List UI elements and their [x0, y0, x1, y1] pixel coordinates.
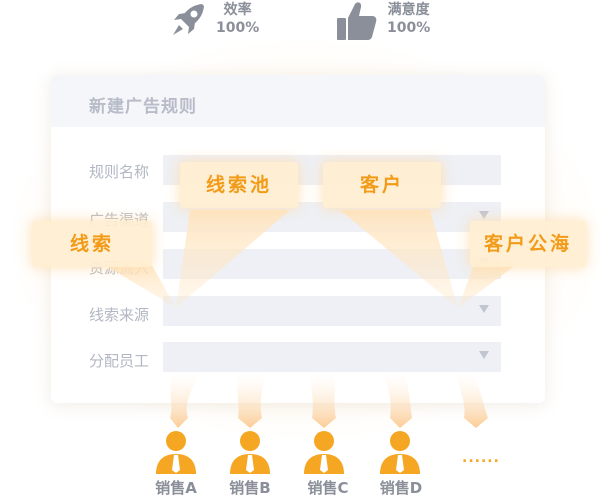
salesperson-label: 销售C [307, 479, 349, 497]
salesperson-label: 销售B [229, 479, 271, 497]
flow-arrow [310, 372, 336, 428]
stat-value: 100% [387, 20, 431, 36]
flow-arrow [170, 372, 200, 428]
stat-satisfaction: 满意度 100% [335, 0, 430, 42]
more-staff-ellipsis: ...... [462, 450, 500, 466]
beam [458, 262, 520, 308]
salesperson-label: 销售A [155, 479, 197, 497]
assign-staff-label: 分配员工 [89, 352, 150, 370]
salesperson-icon [230, 431, 270, 474]
flow-arrow [237, 372, 265, 428]
beam [100, 262, 176, 308]
clue-source-label: 线索来源 [89, 306, 150, 324]
panel-title: 新建广告规则 [89, 97, 197, 117]
tag-customer: 客户 [323, 162, 441, 208]
stat-label: 满意度 [387, 2, 430, 18]
tag-clues: 线索 [32, 221, 152, 267]
tag-clue-pool: 线索池 [180, 162, 298, 208]
beam [176, 210, 290, 308]
flow-arrow [384, 372, 412, 428]
rule-name-label: 规则名称 [89, 163, 150, 181]
salesperson-label: 销售D [379, 479, 423, 497]
beam [340, 210, 458, 308]
stat-efficiency: 效率 100% [168, 0, 259, 40]
chevron-down-icon [479, 351, 489, 359]
salesperson-icon [156, 431, 196, 474]
stat-value: 100% [216, 20, 260, 36]
tag-customer-sea: 客户公海 [470, 221, 586, 267]
salesperson-icon [380, 431, 420, 474]
thumbs-up-icon [337, 2, 377, 40]
flow-arrow [455, 372, 488, 428]
salesperson-icon [304, 431, 344, 474]
clue-source-select[interactable] [163, 296, 501, 326]
assign-staff-select[interactable] [163, 342, 501, 372]
chevron-down-icon [479, 211, 489, 219]
chevron-down-icon [479, 305, 489, 313]
stat-label: 效率 [223, 2, 252, 18]
panel-header [51, 75, 545, 127]
rocket-icon [173, 4, 204, 35]
